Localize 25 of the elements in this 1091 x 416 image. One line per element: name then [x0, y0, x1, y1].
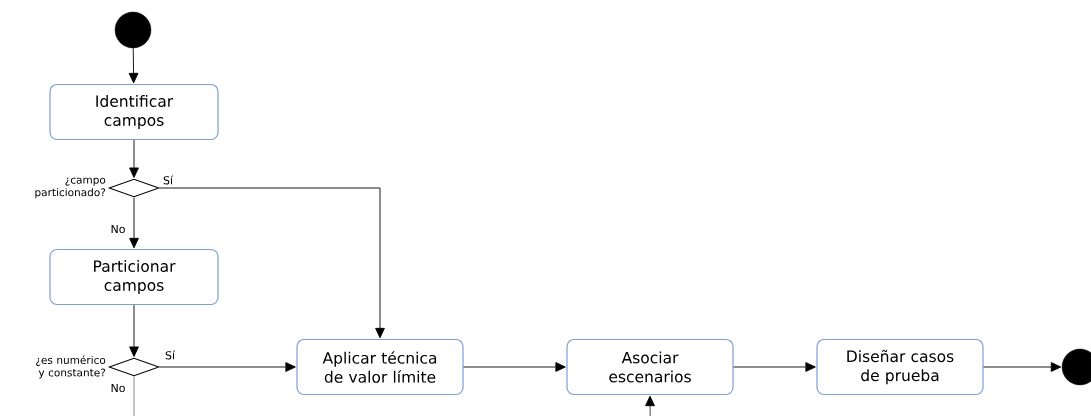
- process-box: Asociar escenarios: [566, 338, 734, 396]
- decision-diamond: [108, 357, 160, 377]
- question-label: ¿campo particionado?: [35, 177, 106, 199]
- edge-label: Sí: [163, 175, 174, 185]
- arrow: [129, 139, 139, 178]
- arrow: [159, 187, 385, 339]
- edge-label: No: [111, 383, 125, 393]
- arrow: [129, 304, 139, 357]
- question-label: ¿es numérico y constante?: [36, 355, 106, 379]
- arrow: [129, 197, 139, 249]
- process-box: Diseñar casos de prueba: [816, 338, 984, 396]
- arrow: [733, 362, 816, 372]
- arrow: [463, 362, 566, 372]
- end-node: [1061, 348, 1091, 386]
- process-box: Aplicar técnica de valor límite: [296, 338, 464, 396]
- decision-diamond: [108, 178, 160, 198]
- process-box: Identificar campos: [49, 83, 219, 141]
- arrow: [983, 362, 1062, 372]
- process-box: Particionar campos: [49, 248, 219, 306]
- edge-label: Sí: [165, 350, 176, 360]
- start-node: [114, 11, 152, 49]
- edge-label: No: [111, 224, 125, 234]
- arrow: [128, 47, 139, 84]
- arrow: [645, 395, 655, 416]
- arrow: [159, 362, 296, 372]
